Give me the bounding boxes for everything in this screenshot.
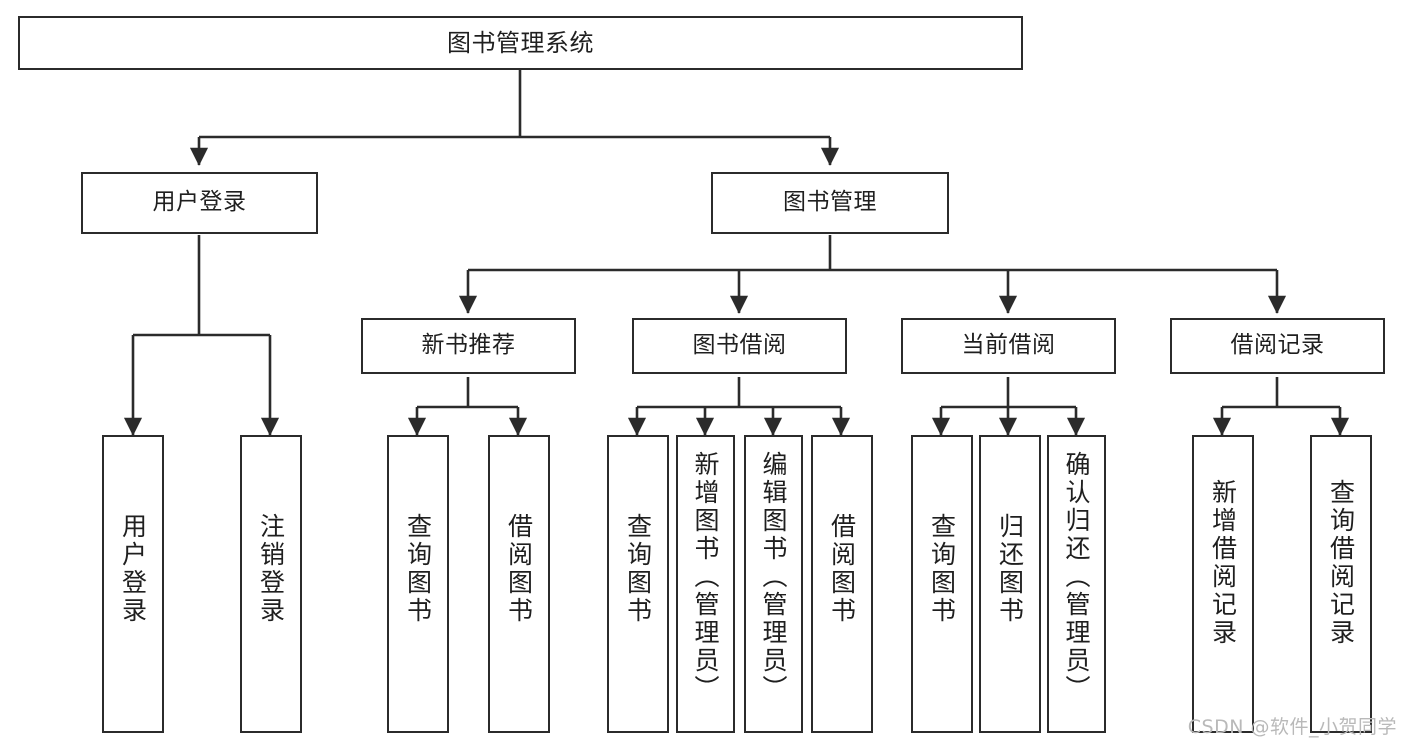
leaf-user-login-1-label: 用户登录 (118, 513, 148, 625)
leaf-borrow-record-1[interactable]: 新增借阅记录 (1192, 435, 1254, 733)
leaf-user-login-2-label: 注销登录 (256, 513, 286, 625)
node-root-label: 图书管理系统 (447, 28, 594, 57)
leaf-new-book-2-label: 借阅图书 (504, 513, 534, 625)
node-book-borrow[interactable]: 图书借阅 (632, 318, 847, 374)
leaf-current-borrow-2[interactable]: 归还图书 (979, 435, 1041, 733)
leaf-current-borrow-3-label: 确认归还（管理员） (1062, 451, 1091, 703)
leaf-user-login-2[interactable]: 注销登录 (240, 435, 302, 733)
node-book-management[interactable]: 图书管理 (711, 172, 949, 234)
leaf-current-borrow-1[interactable]: 查询图书 (911, 435, 973, 733)
node-user-login[interactable]: 用户登录 (81, 172, 318, 234)
leaf-user-login-1[interactable]: 用户登录 (102, 435, 164, 733)
leaf-new-book-1[interactable]: 查询图书 (387, 435, 449, 733)
leaf-borrow-record-1-label: 新增借阅记录 (1208, 479, 1238, 647)
node-user-login-label: 用户登录 (152, 189, 247, 216)
node-book-management-label: 图书管理 (783, 189, 877, 216)
leaf-book-borrow-3[interactable]: 编辑图书（管理员） (744, 435, 803, 733)
node-root[interactable]: 图书管理系统 (18, 16, 1023, 70)
leaf-new-book-1-label: 查询图书 (403, 513, 433, 625)
leaf-borrow-record-2[interactable]: 查询借阅记录 (1310, 435, 1372, 733)
node-book-borrow-label: 图书借阅 (692, 332, 787, 359)
node-borrow-record[interactable]: 借阅记录 (1170, 318, 1385, 374)
leaf-new-book-2[interactable]: 借阅图书 (488, 435, 550, 733)
leaf-book-borrow-1-label: 查询图书 (623, 513, 653, 625)
leaf-current-borrow-2-label: 归还图书 (995, 513, 1025, 625)
node-current-borrow[interactable]: 当前借阅 (901, 318, 1116, 374)
node-new-book-recommend-label: 新书推荐 (421, 332, 516, 359)
leaf-book-borrow-2[interactable]: 新增图书（管理员） (676, 435, 735, 733)
leaf-book-borrow-4-label: 借阅图书 (827, 513, 857, 625)
leaf-borrow-record-2-label: 查询借阅记录 (1326, 479, 1356, 647)
node-current-borrow-label: 当前借阅 (961, 332, 1056, 359)
node-new-book-recommend[interactable]: 新书推荐 (361, 318, 576, 374)
leaf-book-borrow-4[interactable]: 借阅图书 (811, 435, 873, 733)
leaf-current-borrow-3[interactable]: 确认归还（管理员） (1047, 435, 1106, 733)
node-borrow-record-label: 借阅记录 (1230, 332, 1325, 359)
leaf-book-borrow-2-label: 新增图书（管理员） (691, 451, 720, 703)
leaf-book-borrow-3-label: 编辑图书（管理员） (759, 451, 788, 703)
csdn-watermark: CSDN @软件_小贺同学 (1187, 716, 1397, 738)
leaf-book-borrow-1[interactable]: 查询图书 (607, 435, 669, 733)
leaf-current-borrow-1-label: 查询图书 (927, 513, 957, 625)
